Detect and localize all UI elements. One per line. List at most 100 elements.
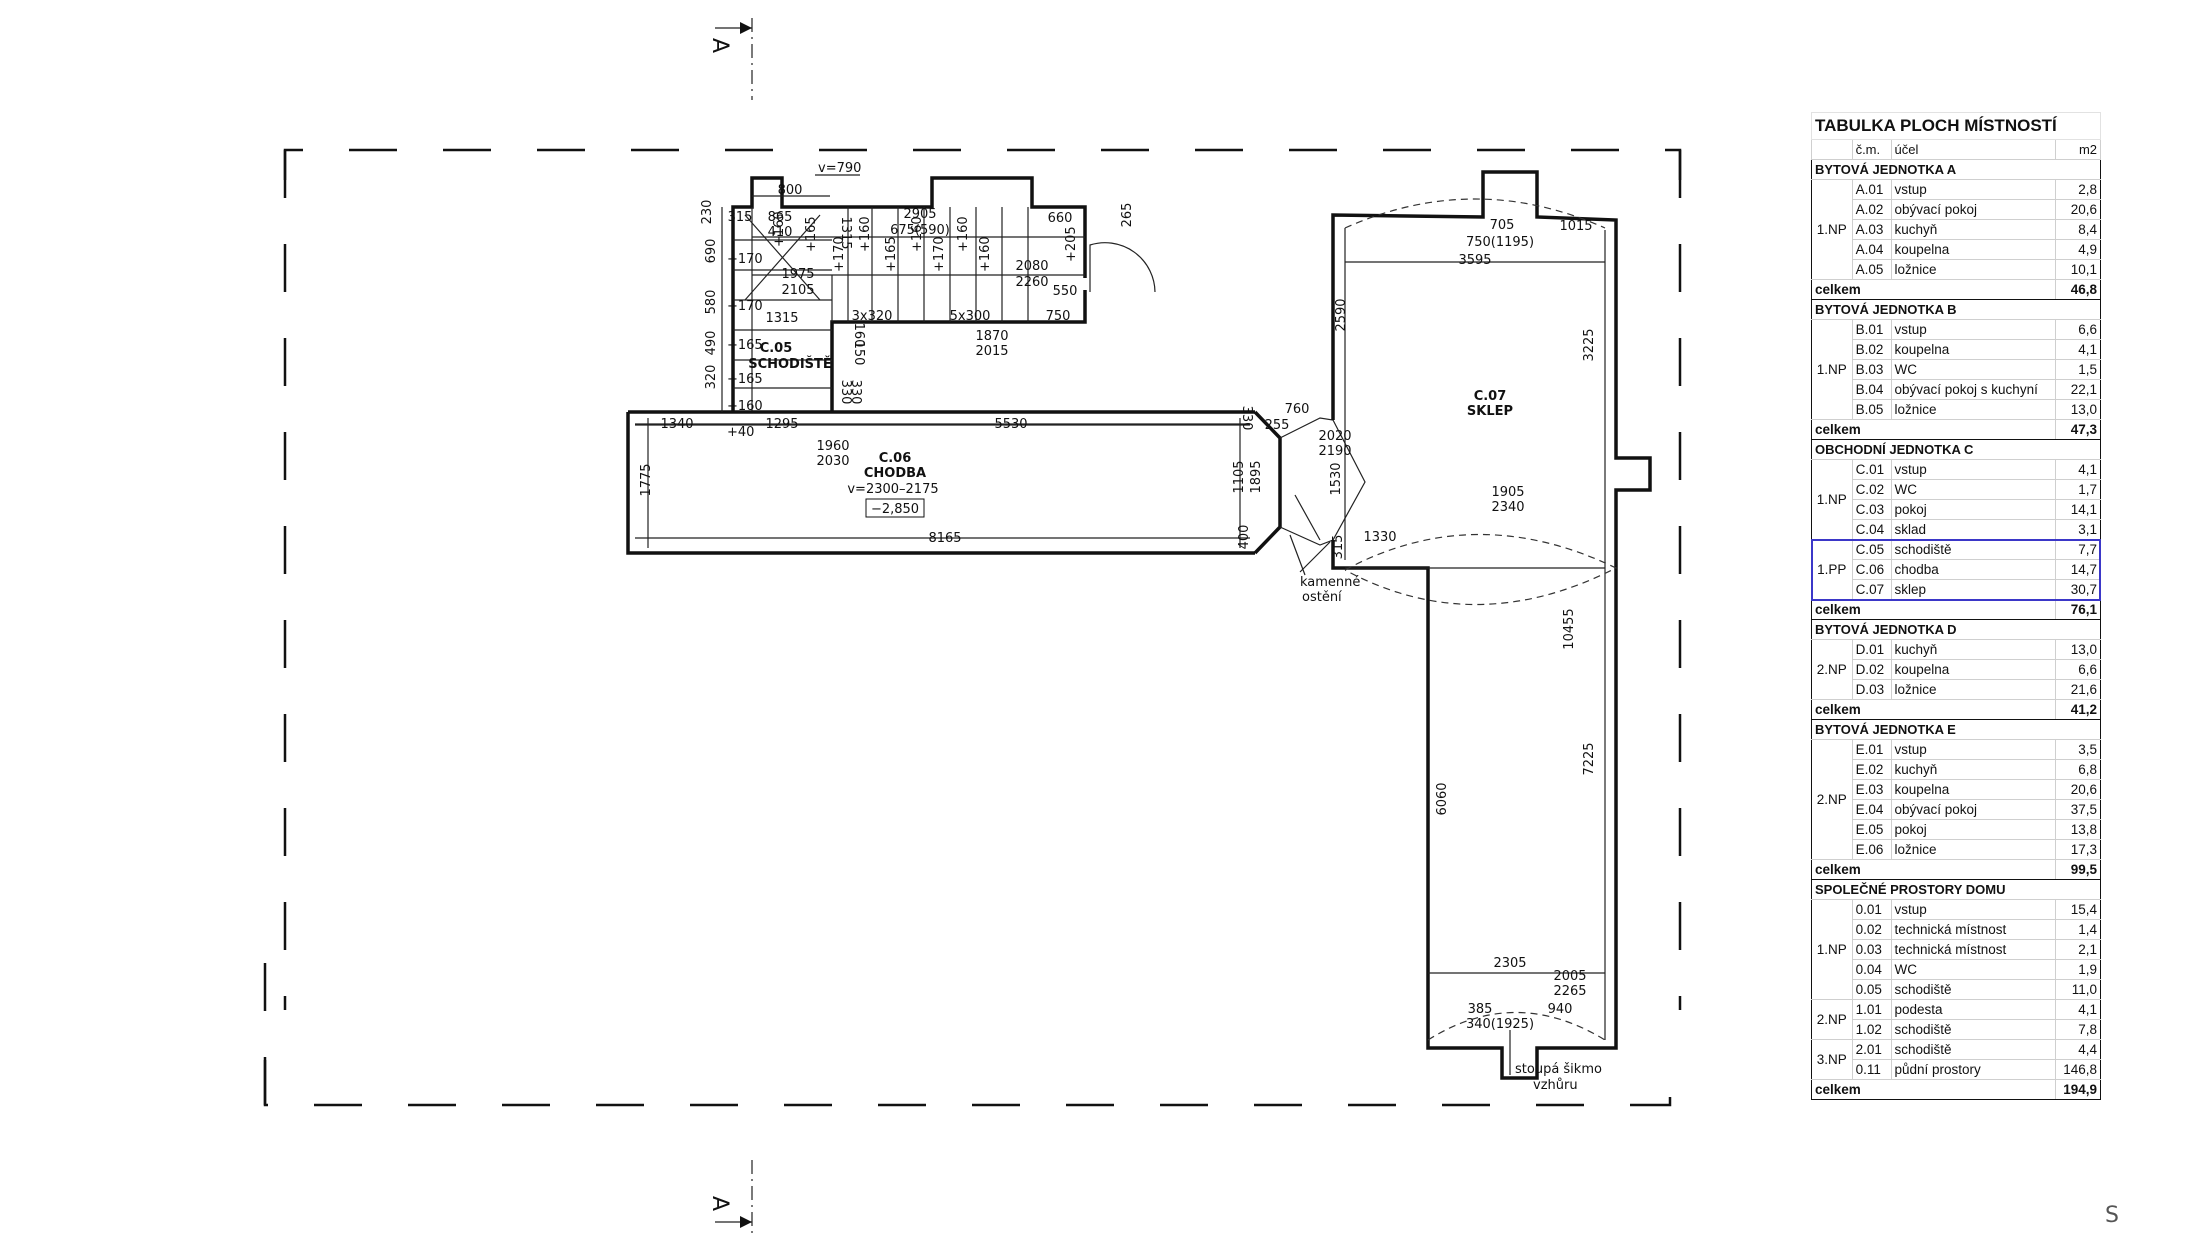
table-room-area: 4,4: [2055, 1039, 2101, 1060]
svg-text:330: 330: [838, 380, 853, 405]
table-room-id: B.01: [1851, 319, 1892, 340]
svg-text:690: 690: [704, 239, 719, 264]
table-room-id: B.05: [1851, 399, 1892, 420]
table-room-area: 14,7: [2055, 559, 2101, 580]
table-room-area: 21,6: [2055, 679, 2101, 700]
table-room-id: C.04: [1851, 519, 1892, 540]
svg-text:2905: 2905: [903, 207, 936, 222]
room-c05-name: SCHODIŠTĚ: [748, 356, 832, 372]
table-room-id: D.02: [1851, 659, 1892, 680]
note-stair-2: vzhůru: [1533, 1078, 1578, 1093]
note-stair-1: stoupá šikmo: [1515, 1062, 1602, 1077]
table-room-area: 3,1: [2055, 519, 2101, 540]
table-room-area: 30,7: [2055, 579, 2101, 600]
svg-text:2190: 2190: [1318, 444, 1351, 459]
room-c06-height: v=2300–2175: [847, 482, 938, 497]
table-room-id: E.04: [1851, 799, 1892, 820]
table-room-area: 4,1: [2055, 999, 2101, 1020]
table-room-id: C.02: [1851, 479, 1892, 500]
table-floor: 1.NP: [1811, 459, 1853, 540]
note-v790: v=790: [818, 161, 861, 176]
table-room-area: 4,9: [2055, 239, 2101, 260]
svg-text:3x320: 3x320: [852, 309, 893, 324]
section-label-bottom: A: [707, 1196, 732, 1211]
table-room-purpose: koupelna: [1890, 779, 2057, 800]
table-room-id: 0.05: [1851, 979, 1892, 1000]
table-total-label: celkem: [1810, 419, 2057, 440]
svg-text:320: 320: [704, 365, 719, 390]
table-room-purpose: podesta: [1890, 999, 2057, 1020]
table-room-area: 22,1: [2055, 379, 2101, 400]
svg-text:1775: 1775: [639, 463, 654, 496]
svg-text:1960: 1960: [816, 439, 849, 454]
svg-text:+160: +160: [772, 211, 787, 247]
svg-text:1105: 1105: [1232, 460, 1247, 493]
svg-text:+160: +160: [910, 216, 925, 252]
table-group-name: BYTOVÁ JEDNOTKA D: [1811, 619, 2101, 640]
svg-text:315: 315: [1331, 535, 1346, 560]
table-room-area: 2,8: [2055, 179, 2101, 200]
upper-floor-outline: [263, 148, 1682, 1107]
table-room-purpose: kuchyň: [1890, 639, 2057, 660]
svg-text:255: 255: [1265, 418, 1290, 433]
table-room-area: 1,4: [2055, 919, 2101, 940]
table-room-id: 0.01: [1851, 899, 1892, 920]
table-room-purpose: technická místnost: [1890, 939, 2057, 960]
table-total-label: celkem: [1810, 599, 2057, 620]
table-total-label: celkem: [1810, 279, 2057, 300]
wall-cellar: [1294, 170, 1652, 1080]
svg-text:1295: 1295: [765, 417, 798, 432]
table-total-value: 46,8: [2055, 279, 2101, 300]
wall-staircase: [731, 176, 1156, 412]
table-room-area: 2,1: [2055, 939, 2101, 960]
table-room-id: C.06: [1851, 559, 1892, 580]
room-c06-name: CHODBA: [864, 466, 926, 481]
table-room-id: C.03: [1851, 499, 1892, 520]
svg-text:315: 315: [728, 210, 753, 225]
svg-text:1905: 1905: [1491, 485, 1524, 500]
table-room-area: 13,0: [2055, 399, 2101, 420]
table-room-area: 6,6: [2055, 319, 2101, 340]
table-room-id: A.04: [1851, 239, 1892, 260]
svg-text:340(1925): 340(1925): [1466, 1017, 1534, 1032]
svg-text:550: 550: [1053, 284, 1078, 299]
section-label-top: A: [707, 38, 732, 53]
table-room-purpose: obývací pokoj: [1890, 199, 2057, 220]
svg-text:490: 490: [704, 331, 719, 356]
table-room-id: 2.01: [1851, 1039, 1892, 1060]
table-room-area: 10,1: [2055, 259, 2101, 280]
table-room-purpose: WC: [1890, 359, 2057, 380]
table-room-purpose: ložnice: [1890, 839, 2057, 860]
table-room-area: 4,1: [2055, 459, 2101, 480]
svg-text:+40: +40: [727, 425, 754, 440]
svg-text:+165: +165: [727, 338, 763, 353]
table-room-id: E.02: [1851, 759, 1892, 780]
table-group-row: BYTOVÁ JEDNOTKA B: [1811, 299, 2101, 320]
table-room-id: A.02: [1851, 199, 1892, 220]
svg-text:5x300: 5x300: [950, 309, 991, 324]
table-room-id: D.03: [1851, 679, 1892, 700]
svg-text:10455: 10455: [1562, 608, 1577, 649]
table-floor: 1.NP: [1811, 899, 1853, 1000]
table-room-id: D.01: [1851, 639, 1892, 660]
svg-text:3595: 3595: [1458, 253, 1491, 268]
svg-text:1975: 1975: [781, 267, 814, 282]
svg-text:265: 265: [1120, 203, 1135, 228]
